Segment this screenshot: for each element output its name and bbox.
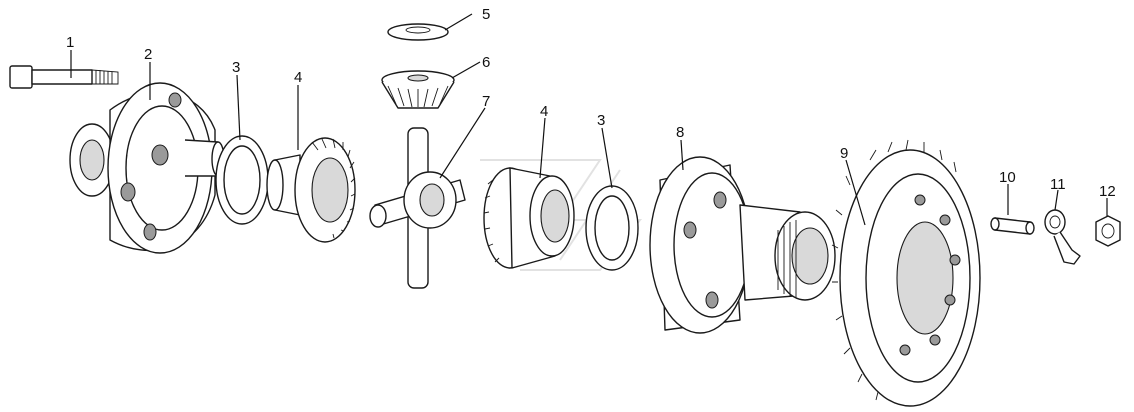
callout-3-right: 3: [597, 112, 605, 129]
callout-9: 9: [840, 145, 848, 162]
pinion-gear-part-6: [381, 70, 455, 109]
callout-2: 2: [144, 46, 152, 63]
washer-part-5: [387, 23, 449, 41]
callout-4-left: 4: [294, 69, 302, 86]
case-part-8: [649, 156, 836, 334]
callout-10: 10: [999, 169, 1016, 186]
thrust-washer-part-3-right: [585, 185, 639, 271]
callout-6: 6: [482, 54, 490, 71]
callout-5: 5: [482, 6, 490, 23]
pin-part-10: [990, 217, 1035, 235]
callout-7: 7: [482, 93, 490, 110]
callout-1: 1: [66, 34, 74, 51]
leader-lines: [70, 13, 1108, 226]
bolt-part-1: [9, 65, 119, 89]
side-gear-part-4-left: [266, 137, 356, 243]
spider-cross-part-7: [369, 127, 466, 289]
callout-4-right: 4: [540, 103, 548, 120]
callout-8: 8: [676, 124, 684, 141]
callout-12: 12: [1099, 183, 1116, 200]
callouts: 1 2 3 4 5 6 7 4 3 8 9 10 11 12: [66, 6, 1116, 200]
callout-3-left: 3: [232, 59, 240, 76]
lock-washer-part-11: [1044, 209, 1081, 265]
side-gear-part-4-right: [483, 167, 575, 269]
ring-gear-part-9: [831, 139, 981, 407]
callout-11: 11: [1050, 176, 1066, 193]
nut-part-12: [1095, 215, 1121, 247]
thrust-washer-part-3-left: [215, 135, 269, 225]
case-half-part-2: [69, 82, 225, 254]
